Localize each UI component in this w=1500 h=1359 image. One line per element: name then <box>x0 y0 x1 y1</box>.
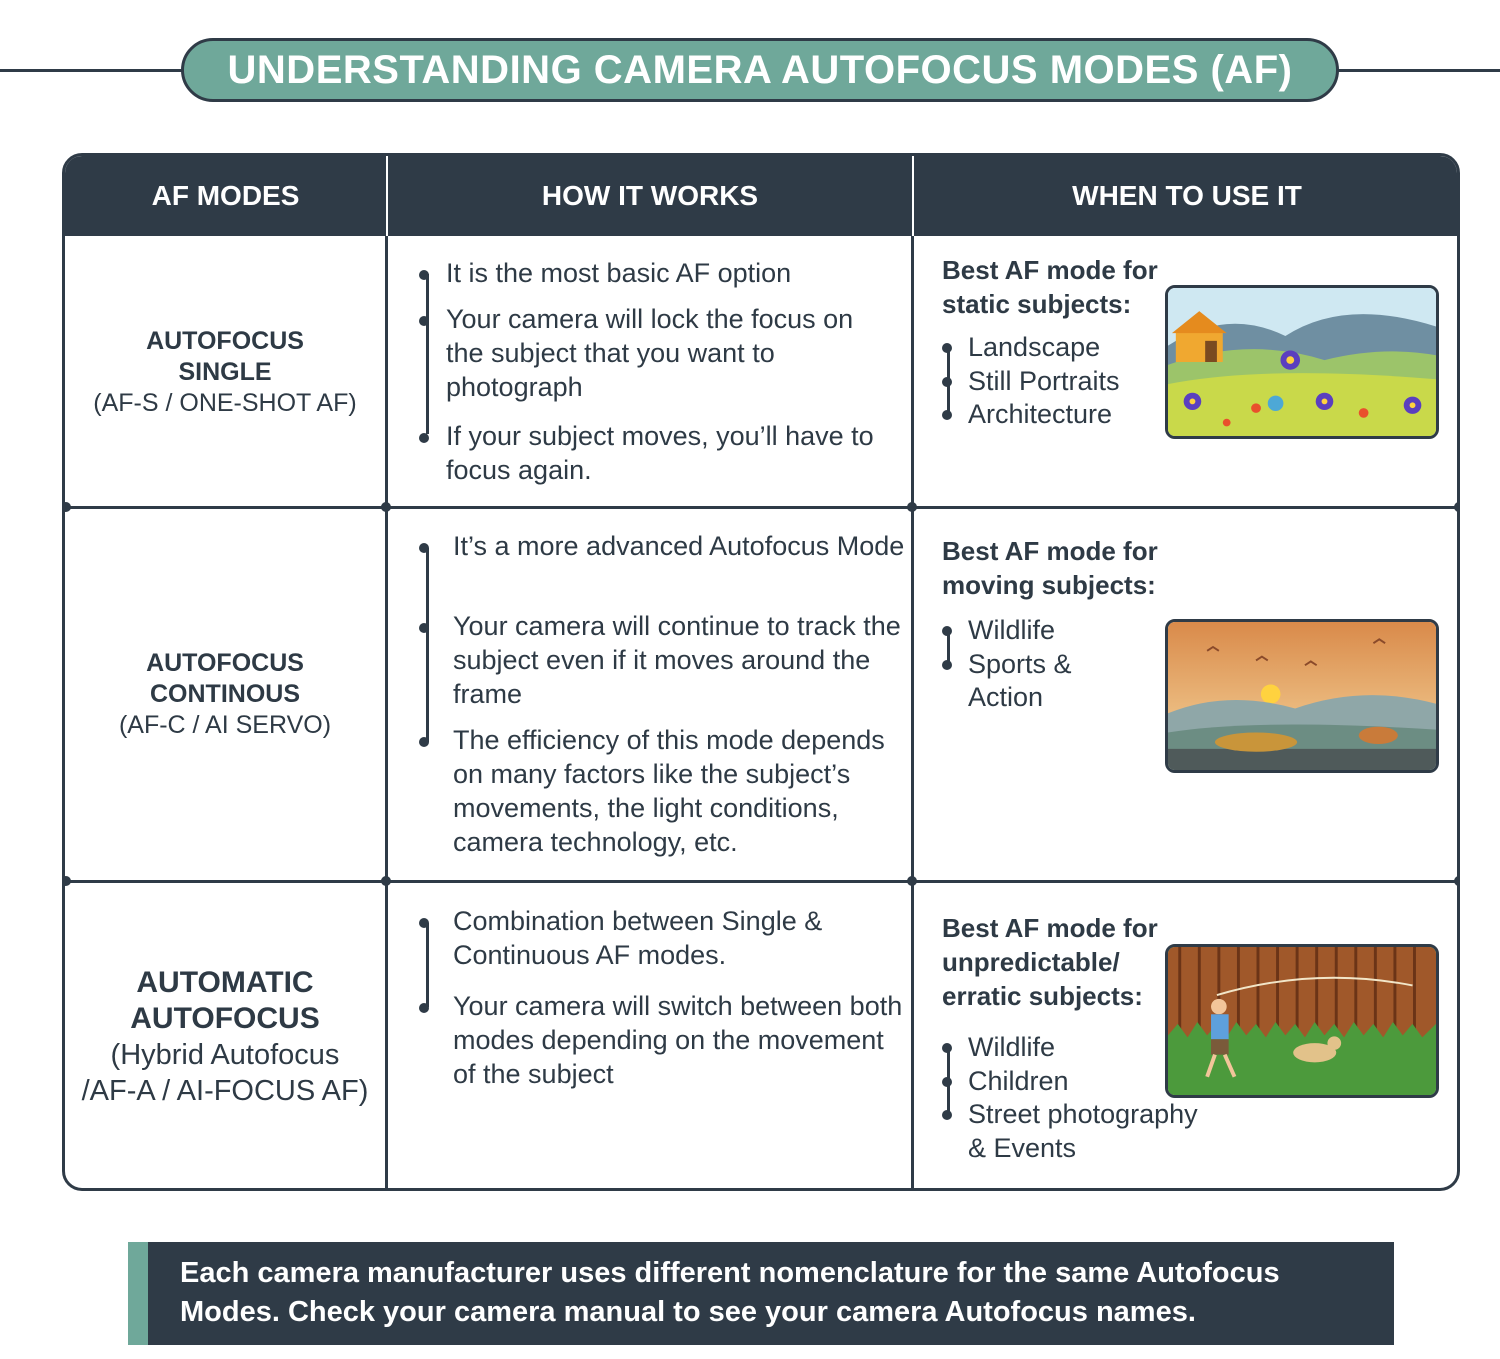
junction-dot <box>907 876 917 886</box>
column-divider-1 <box>385 236 388 1188</box>
when-item: Wildlife <box>942 1030 1055 1064</box>
bullet-dot <box>942 1077 952 1087</box>
how-item: Your camera will switch between both mod… <box>419 989 903 1091</box>
when-item: Still Portraits <box>942 364 1120 398</box>
header-divider-1 <box>386 156 388 236</box>
title-rule-left <box>0 69 190 72</box>
how-item: The efficiency of this mode depends on m… <box>419 723 911 859</box>
junction-dot <box>381 876 391 886</box>
when-item-continued: & Events <box>968 1133 1077 1163</box>
mode-name-line: AUTOFOCUS <box>146 327 304 355</box>
af-modes-table: AF MODES HOW IT WORKS WHEN TO USE IT AUT… <box>62 153 1460 1191</box>
header-af-modes: AF MODES <box>151 180 300 211</box>
how-item: Combination between Single & Continuous … <box>419 904 903 972</box>
when-item: Architecture <box>942 397 1112 431</box>
note-text: Each camera manufacturer uses different … <box>180 1257 1280 1328</box>
junction-dot <box>65 876 71 886</box>
junction-dot <box>381 502 391 512</box>
when-item: Children <box>942 1064 1069 1098</box>
when-item: Wildlife <box>942 613 1055 647</box>
footer-note: Each camera manufacturer uses different … <box>128 1242 1394 1345</box>
mode-cell-af-a: AUTOMATIC AUTOFOCUS (Hybrid Autofocus /A… <box>65 883 385 1188</box>
bullet-dot <box>942 410 952 420</box>
mode-subtitle: /AF-A / AI-FOCUS AF) <box>81 1075 369 1107</box>
when-item: Sports & <box>942 647 1072 681</box>
page-title: UNDERSTANDING CAMERA AUTOFOCUS MODES (AF… <box>181 38 1339 102</box>
bullet-dot <box>942 377 952 387</box>
header-divider-2 <box>912 156 914 236</box>
junction-dot <box>907 502 917 512</box>
header-how-it-works: HOW IT WORKS <box>541 180 759 211</box>
bullet-dot <box>419 270 429 280</box>
bullet-dot <box>419 543 429 553</box>
meadow-house-illustration <box>1165 285 1439 439</box>
how-item: It’s a more advanced Autofocus Mode <box>419 529 908 563</box>
when-heading: Best AF mode for moving subjects: <box>942 536 1158 600</box>
bullet-rail <box>426 548 429 742</box>
mode-subtitle: (Hybrid Autofocus <box>110 1039 340 1071</box>
how-item: If your subject moves, you’ll have to fo… <box>419 419 896 487</box>
junction-dot <box>1454 502 1457 512</box>
bullet-rail <box>426 923 429 1007</box>
when-heading: Best AF mode for unpredictable/ erratic … <box>942 913 1158 1011</box>
mode-subtitle: (AF-S / ONE-SHOT AF) <box>93 389 357 417</box>
bullet-rail <box>426 274 429 434</box>
mode-cell-af-c: AUTOFOCUS CONTINOUS (AF-C / AI SERVO) <box>65 509 385 880</box>
mode-name-line: CONTINOUS <box>150 680 300 708</box>
bullet-rail <box>947 630 950 664</box>
junction-dot <box>1454 876 1457 886</box>
how-item: Your camera will lock the focus on the s… <box>419 302 896 404</box>
bullet-dot <box>942 343 952 353</box>
bullet-dot <box>942 1110 952 1120</box>
bullet-dot <box>419 1003 429 1013</box>
mode-name-line: SINGLE <box>178 358 272 386</box>
mode-name-line: AUTOMATIC <box>136 966 314 999</box>
when-item-continued: Action <box>968 682 1044 712</box>
mode-cell-af-s: AUTOFOCUS SINGLE (AF-S / ONE-SHOT AF) <box>65 239 385 506</box>
bullet-dot <box>942 660 952 670</box>
how-item: It is the most basic AF option <box>419 256 896 290</box>
bullet-dot <box>942 626 952 636</box>
bullet-dot <box>419 316 429 326</box>
bullet-dot <box>419 433 429 443</box>
bullet-dot <box>419 623 429 633</box>
cheetah-chase-illustration <box>1165 619 1439 773</box>
row-divider-1 <box>65 506 1457 509</box>
table-header: AF MODES HOW IT WORKS WHEN TO USE IT <box>65 156 1457 236</box>
boy-and-dog-illustration <box>1165 944 1439 1098</box>
column-divider-2 <box>911 236 914 1188</box>
when-item: Landscape <box>942 330 1100 364</box>
junction-dot <box>65 502 71 512</box>
row-divider-2 <box>65 880 1457 883</box>
when-heading: Best AF mode for static subjects: <box>942 255 1158 319</box>
mode-name-line: AUTOFOCUS <box>130 1002 320 1035</box>
when-item: Street photography <box>942 1097 1198 1131</box>
bullet-dot <box>419 918 429 928</box>
mode-subtitle: (AF-C / AI SERVO) <box>118 711 332 739</box>
how-item: Your camera will continue to track the s… <box>419 609 908 711</box>
bullet-dot <box>942 1043 952 1053</box>
bullet-dot <box>419 737 429 747</box>
header-when-to-use: WHEN TO USE IT <box>1072 180 1302 211</box>
mode-name-line: AUTOFOCUS <box>146 649 304 677</box>
title-rule-right <box>1330 69 1500 72</box>
note-accent-bar <box>128 1242 148 1345</box>
